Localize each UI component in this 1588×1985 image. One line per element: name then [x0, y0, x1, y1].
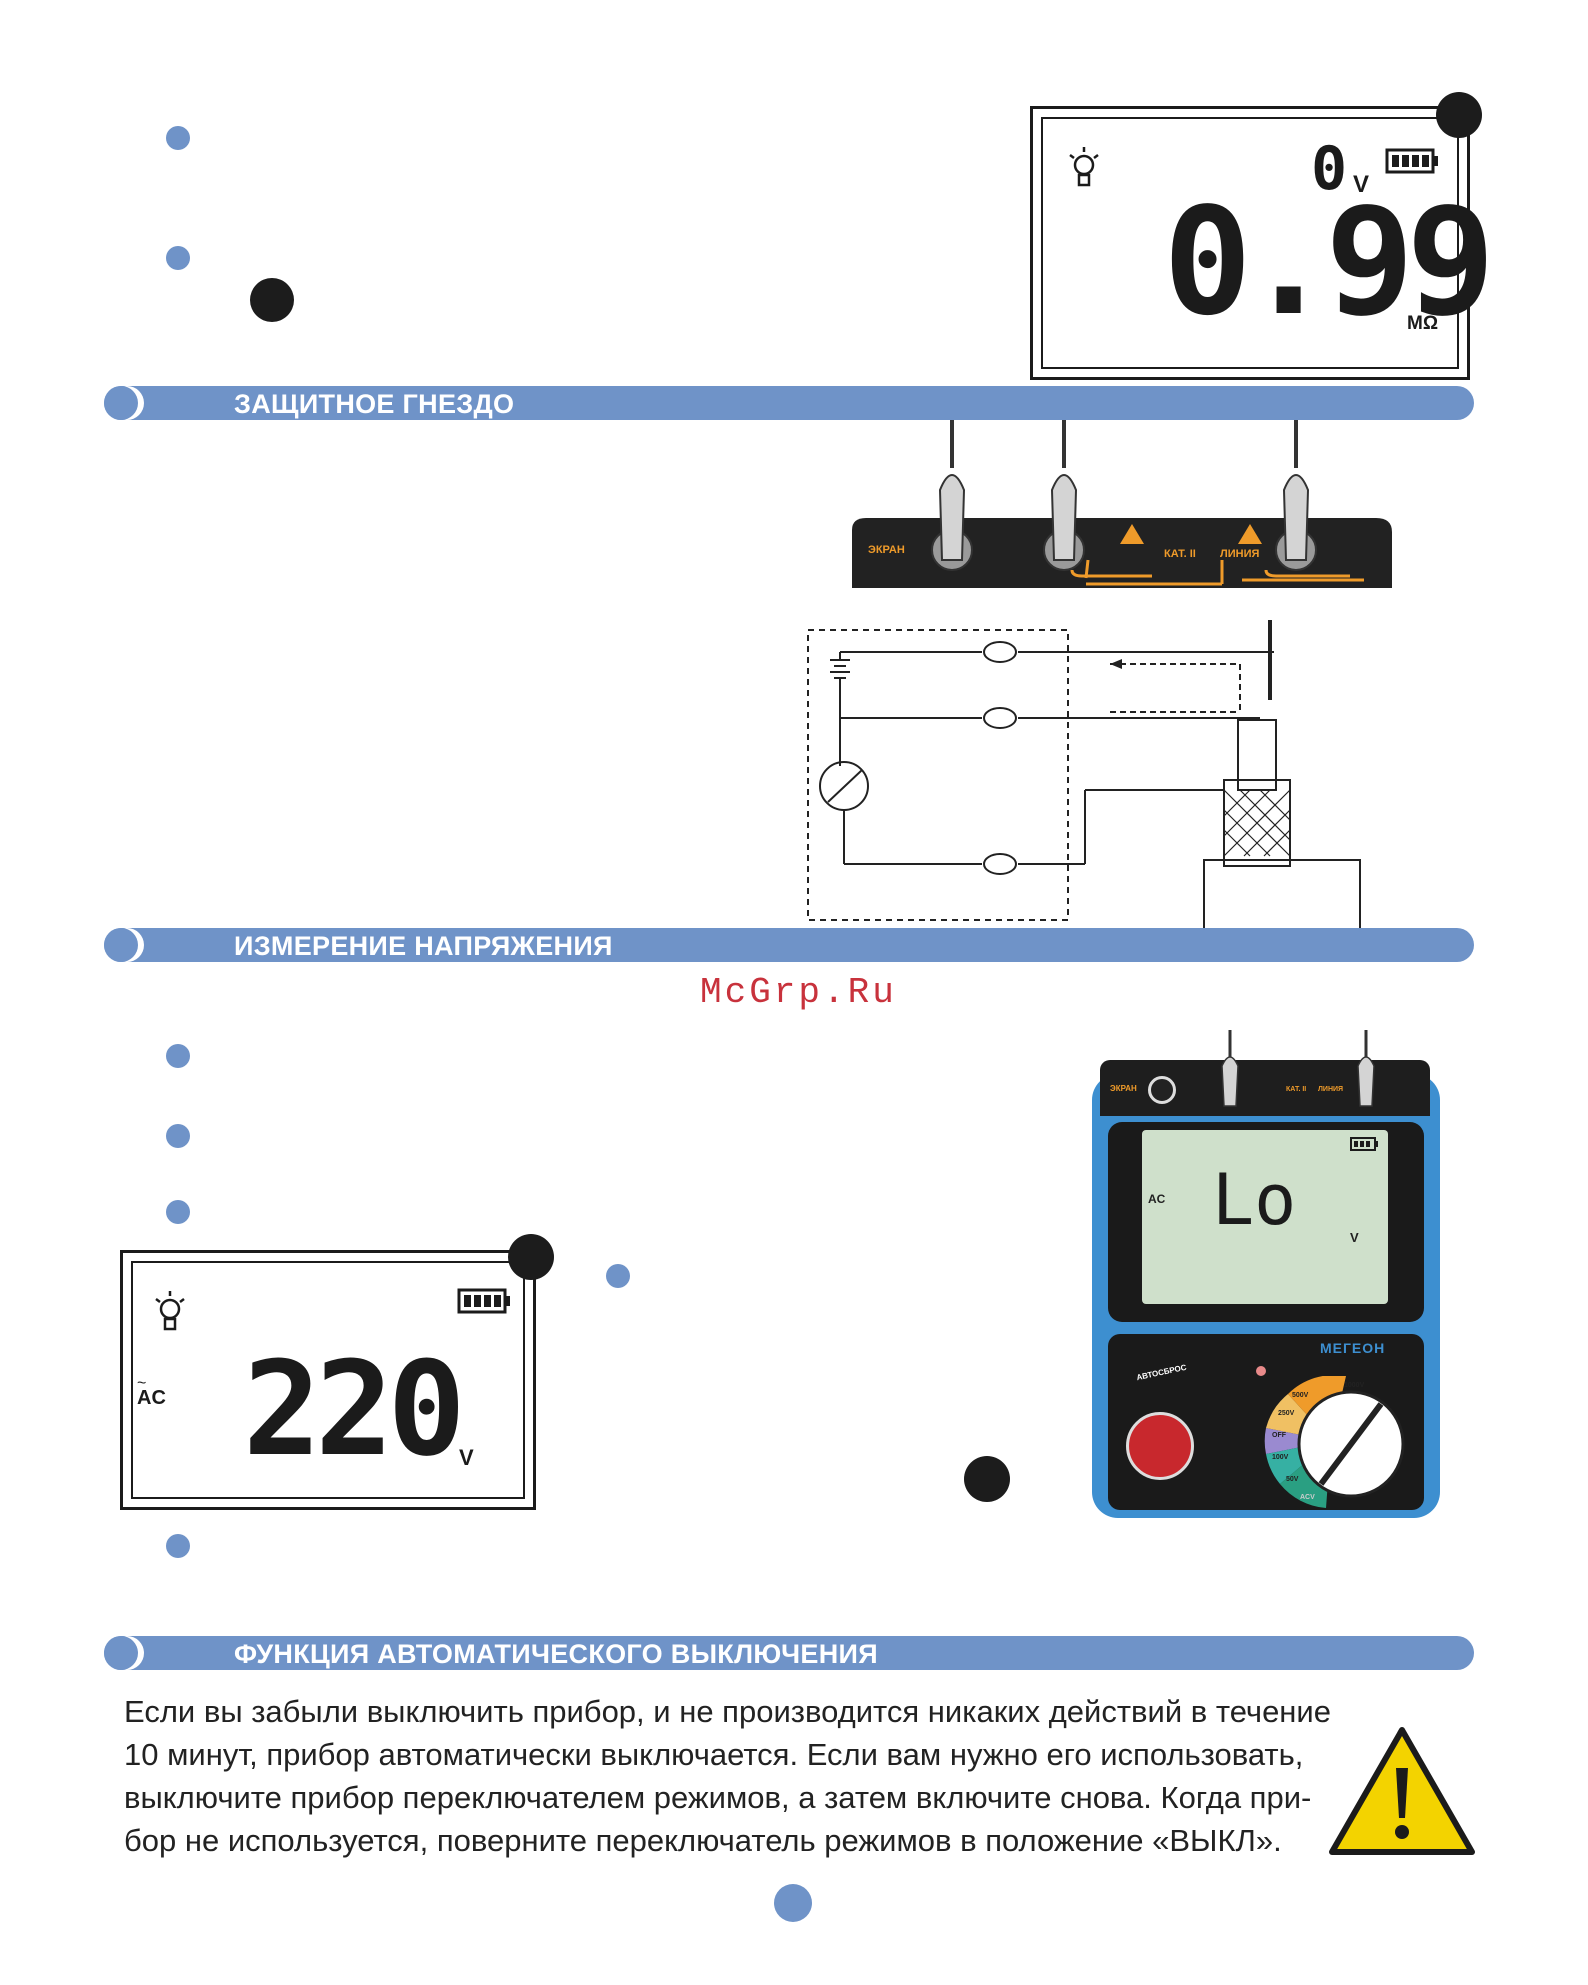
section-title: ЗАЩИТНОЕ ГНЕЗДО: [234, 389, 515, 419]
voltage-unit: V: [459, 1445, 474, 1470]
cat-label: КАТ. II: [1286, 1086, 1307, 1093]
backlight-icon: [1069, 147, 1099, 187]
resistance-display: 0 V 0.99 MΩ: [1030, 106, 1495, 380]
section-title: ФУНКЦИЯ АВТОМАТИЧЕСКОГО ВЫКЛЮЧЕНИЯ: [234, 1639, 878, 1669]
voltage-unit: V: [1353, 171, 1370, 198]
battery-icon: [1350, 1137, 1378, 1151]
backlight-icon: [155, 1291, 185, 1331]
bullet-dot: [166, 1200, 190, 1224]
voltage-reading: 220: [243, 1333, 466, 1485]
guard-circuit-diagram: [807, 620, 1361, 931]
range-label: 1000V: [1344, 1382, 1365, 1389]
ac-mode-indicator: AC: [1148, 1192, 1166, 1206]
screen-terminal-label: ЭКРАН: [868, 544, 905, 556]
section-header-voltage: ИЗМЕРЕНИЕ НАПРЯЖЕНИЯ: [104, 928, 1474, 962]
page-number-dot: [774, 1884, 812, 1922]
probe-plugs: [1221, 1030, 1375, 1107]
test-button[interactable]: [1126, 1412, 1194, 1480]
megohmmeter-device: ЭКРАН КАТ. II ЛИНИЯ AC Lo V МЕГЕОН АВТОС…: [1092, 1030, 1440, 1518]
section-header-autooff: ФУНКЦИЯ АВТОМАТИЧЕСКОГО ВЫКЛЮЧЕНИЯ: [104, 1636, 1474, 1670]
bullet-dot: [166, 1534, 190, 1558]
battery-icon: [457, 1288, 510, 1314]
range-label: OFF: [1272, 1432, 1286, 1439]
voltage-digit: 0: [1311, 134, 1348, 204]
paragraph-line: 10 минут, прибор автоматически выключает…: [124, 1737, 1304, 1772]
ac-mode-indicator: AC: [137, 1387, 166, 1409]
warning-icon: [1329, 1727, 1475, 1855]
range-label: ACV: [1300, 1494, 1315, 1501]
auto-off-paragraph: Если вы забыли выключить прибор, и не пр…: [124, 1690, 1354, 1862]
paragraph-line: бор не используется, поверните переключа…: [124, 1823, 1282, 1858]
device-lcd: [1142, 1130, 1388, 1304]
screen-terminal-label: ЭКРАН: [1110, 1084, 1137, 1093]
range-label: 100V: [1272, 1454, 1289, 1461]
callout-marker: [1436, 92, 1482, 138]
bullet-dot: [166, 1044, 190, 1068]
paragraph-line: выключите прибор переключателем режимов,…: [124, 1780, 1312, 1815]
bullet-dot: [606, 1264, 630, 1288]
terminal-panel-illustration: [852, 420, 1392, 588]
ac-tilde-icon: ~: [137, 1375, 147, 1392]
indicator-led: [1256, 1366, 1266, 1376]
section-header-guard: ЗАЩИТНОЕ ГНЕЗДО: [104, 386, 1474, 420]
line-terminal-label: ЛИНИЯ: [1318, 1086, 1344, 1093]
voltage-display: ~ AC 220 V: [120, 1250, 536, 1510]
range-label: 500V: [1292, 1392, 1309, 1399]
watermark: McGrp.Ru: [700, 972, 897, 1013]
battery-icon: [1385, 148, 1438, 174]
callout-marker: [250, 278, 294, 322]
bullet-dot: [166, 246, 190, 270]
resistance-unit: MΩ: [1407, 313, 1439, 334]
line-terminal-label: ЛИНИЯ: [1220, 548, 1260, 560]
brand-logo: МЕГЕОН: [1320, 1340, 1386, 1356]
section-title: ИЗМЕРЕНИЕ НАПРЯЖЕНИЯ: [234, 931, 613, 961]
range-label: 50V: [1286, 1476, 1299, 1483]
bullet-dot: [166, 1124, 190, 1148]
callout-marker: [508, 1234, 554, 1280]
bullet-dot: [166, 126, 190, 150]
callout-marker: [964, 1456, 1010, 1502]
device-lcd-reading: Lo: [1212, 1159, 1297, 1241]
range-selector[interactable]: [1246, 1376, 1416, 1510]
resistance-reading: 0.99: [1163, 176, 1495, 348]
paragraph-line: Если вы забыли выключить прибор, и не пр…: [124, 1694, 1331, 1729]
cat-label: КАТ. II: [1164, 548, 1196, 560]
guard-socket: [1148, 1076, 1176, 1104]
range-label: 250V: [1278, 1410, 1295, 1417]
device-lcd-unit: V: [1350, 1230, 1359, 1245]
